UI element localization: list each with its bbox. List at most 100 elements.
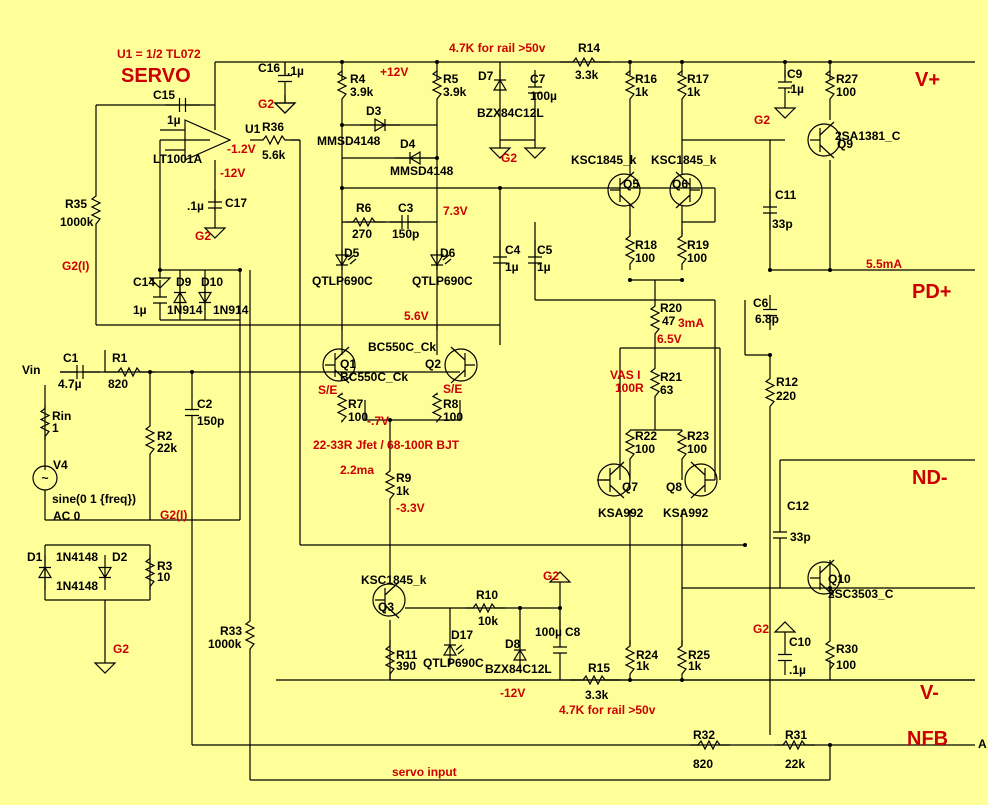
label-c5: C5: [537, 243, 553, 257]
label-r6: R6: [356, 201, 372, 215]
net-g2-4: G2: [543, 569, 559, 583]
transistor-q1-body: [322, 348, 356, 382]
resistor-rin: [39, 405, 51, 440]
label-r18: R18: [635, 238, 657, 252]
volt-m0-7v: -.7V: [367, 414, 389, 428]
label-r27: R27: [836, 72, 858, 86]
value-r16: 1k: [635, 85, 649, 99]
capacitor-c11: [763, 190, 777, 230]
value-d8: BZX84C12L: [485, 662, 552, 676]
ground-c17: [203, 220, 227, 239]
value-d9: 1N914: [167, 303, 203, 317]
note-vas-value: 100R: [615, 381, 644, 395]
transistor-q9: [810, 121, 835, 159]
value-d5: QTLP690C: [312, 274, 373, 288]
value-c14: 1µ: [133, 303, 147, 317]
label-q9: Q9: [837, 137, 853, 151]
label-c4: C4: [505, 243, 521, 257]
note-servo-input: servo input: [392, 765, 457, 779]
value-d2: 1N4148: [56, 579, 98, 593]
transistor-q2-body: [444, 348, 478, 382]
resistor-r19: [676, 230, 688, 270]
label-q2: Q2: [425, 357, 441, 371]
resistor-r27: [824, 70, 836, 100]
net-g2-0: G2: [258, 97, 274, 111]
transistor-q10-body: [807, 561, 841, 595]
value-r36: 5.6k: [262, 148, 286, 162]
volt-5-6v: 5.6V: [404, 309, 429, 323]
label-r5: R5: [443, 72, 459, 86]
value-r11: 390: [396, 659, 416, 673]
value-r4: 3.9k: [350, 85, 374, 99]
resistor-r7: [336, 392, 348, 424]
led-d17: [442, 635, 458, 665]
resistor-r35: [90, 190, 102, 230]
value-u1: LT1001A: [153, 152, 202, 166]
value-q1: BC550C_Ck: [340, 370, 408, 384]
value-r2: 22k: [157, 441, 177, 455]
value-c15: 1µ: [167, 113, 181, 127]
zener-d7: [492, 70, 508, 100]
value-c5: 1µ: [537, 260, 551, 274]
label-r19: R19: [687, 238, 709, 252]
label-c6: C6: [753, 296, 769, 310]
value-r3: 10: [157, 570, 171, 584]
source-v4: [32, 465, 58, 491]
label-u1: U1: [245, 122, 261, 136]
resistor-r33: [244, 620, 256, 650]
value-r1: 820: [108, 377, 128, 391]
value-c7: 100µ: [530, 89, 557, 103]
volt-m3-3v: -3.3V: [396, 501, 425, 515]
junction-dot: [558, 606, 562, 610]
note-vas: VAS I: [610, 368, 640, 382]
value-r24: 1k: [636, 659, 650, 673]
capacitor-c15: [165, 98, 200, 112]
diode-d4: [395, 150, 435, 166]
label-r23: R23: [687, 429, 709, 443]
net-g2-3: G2: [501, 151, 517, 165]
resistor-r36: [250, 134, 300, 146]
label-d8: D8: [505, 637, 521, 651]
value-d17: QTLP690C: [423, 656, 484, 670]
value-c4: 1µ: [505, 260, 519, 274]
label-q7: Q7: [622, 480, 638, 494]
label-d10: D10: [201, 275, 223, 289]
label-c11: C11: [775, 188, 797, 202]
net-ndminus: ND-: [912, 467, 948, 489]
value-r17: 1k: [687, 85, 701, 99]
resistor-r24: [624, 640, 636, 680]
diode-d9: [172, 285, 188, 310]
net-g2-1: G2: [195, 229, 211, 243]
note-rail-bottom: 4.7K for rail >50v: [559, 703, 656, 717]
resistor-r32: [690, 739, 730, 751]
resistor-r3: [144, 555, 156, 590]
label-d1: D1: [27, 550, 43, 564]
transistor-q7-body: [597, 463, 631, 497]
value-q8: KSA992: [663, 506, 709, 520]
label-r25: R25: [688, 648, 710, 662]
transistor-q5: [610, 171, 635, 209]
value-c12: 33p: [790, 530, 811, 544]
value-d6: QTLP690C: [412, 274, 473, 288]
junction-dot: [828, 586, 832, 590]
resistor-r14: [560, 56, 610, 68]
value-c17: .1µ: [187, 199, 204, 213]
value-r19: 100: [687, 251, 707, 265]
value-r20: 47: [662, 314, 676, 328]
value-c3: 150p: [392, 227, 419, 241]
note-opamp: U1 = 1/2 TL072: [117, 47, 201, 61]
label-r3: R3: [157, 559, 173, 573]
transistor-q8-body: [684, 463, 718, 497]
junction-dot: [680, 278, 684, 282]
label-r12: R12: [776, 375, 798, 389]
value-c8: 100µ: [535, 625, 562, 639]
capacitor-c12: [773, 515, 787, 555]
label-q5: Q5: [623, 177, 639, 191]
led-d17-rays: [455, 644, 465, 655]
label-d3: D3: [366, 104, 382, 118]
label-q10: Q10: [828, 572, 851, 586]
value-r12: 220: [776, 389, 796, 403]
value-q3: KSC1845_k: [361, 573, 427, 587]
net-pdplus: PD+: [912, 281, 951, 303]
net-g2-5: G2: [753, 622, 769, 636]
